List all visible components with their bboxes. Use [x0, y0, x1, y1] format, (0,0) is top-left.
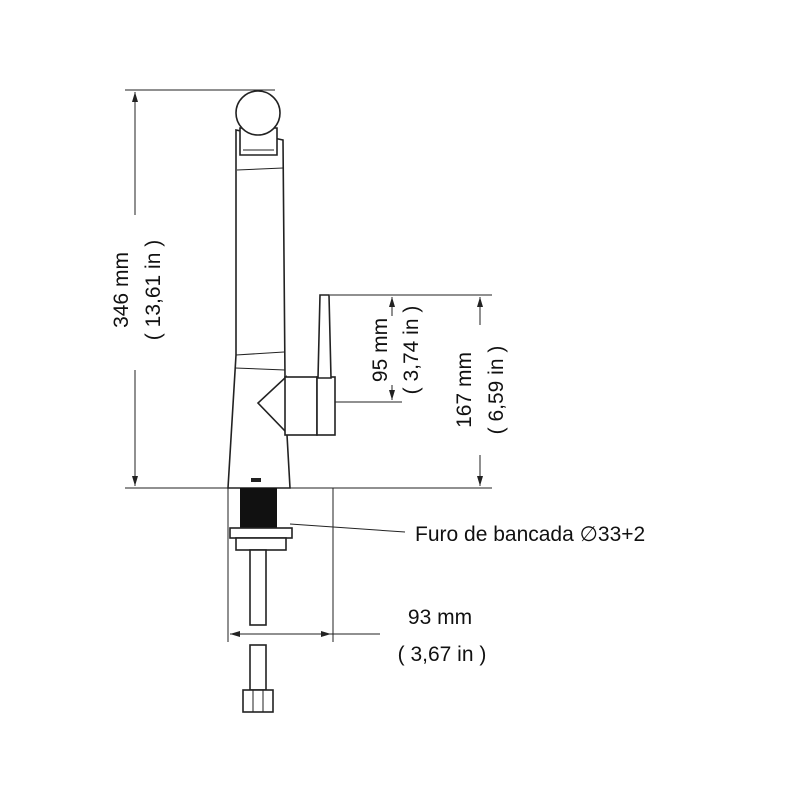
dimension-lever-height: 95 mm ( 3,74 in )	[369, 297, 423, 400]
spout-head	[235, 90, 281, 136]
countertop-hole-callout: Furo de bancada ∅33+2	[289, 523, 645, 546]
hose-lower	[249, 644, 267, 691]
faucet	[227, 90, 336, 713]
nut	[235, 537, 287, 551]
threaded-shank	[240, 488, 277, 530]
lever-height-mm: 95 mm	[369, 318, 392, 382]
base-width-mm: 93 mm	[408, 606, 472, 629]
handle-knob	[316, 376, 336, 436]
hose-upper	[249, 549, 267, 626]
hose-fitting	[242, 689, 274, 713]
lever-top-in: ( 6,59 in )	[485, 346, 508, 435]
countertop-hole-label: Furo de bancada ∅33+2	[415, 523, 645, 546]
total-height-in: ( 13,61 in )	[142, 240, 165, 340]
flange	[229, 527, 293, 539]
extension-lines	[125, 89, 492, 642]
lever-top-mm: 167 mm	[453, 352, 476, 428]
faucet-body	[227, 129, 291, 489]
dimension-total-height: 346 mm ( 13,61 in )	[110, 92, 165, 486]
handle-joint	[284, 376, 318, 436]
dimension-base-width: 93 mm ( 3,67 in )	[230, 606, 486, 666]
lever	[317, 294, 332, 379]
dimension-lever-top: 167 mm ( 6,59 in )	[453, 297, 508, 486]
base-width-in: ( 3,67 in )	[398, 643, 487, 666]
total-height-mm: 346 mm	[110, 252, 133, 328]
lever-height-in: ( 3,74 in )	[400, 306, 423, 395]
